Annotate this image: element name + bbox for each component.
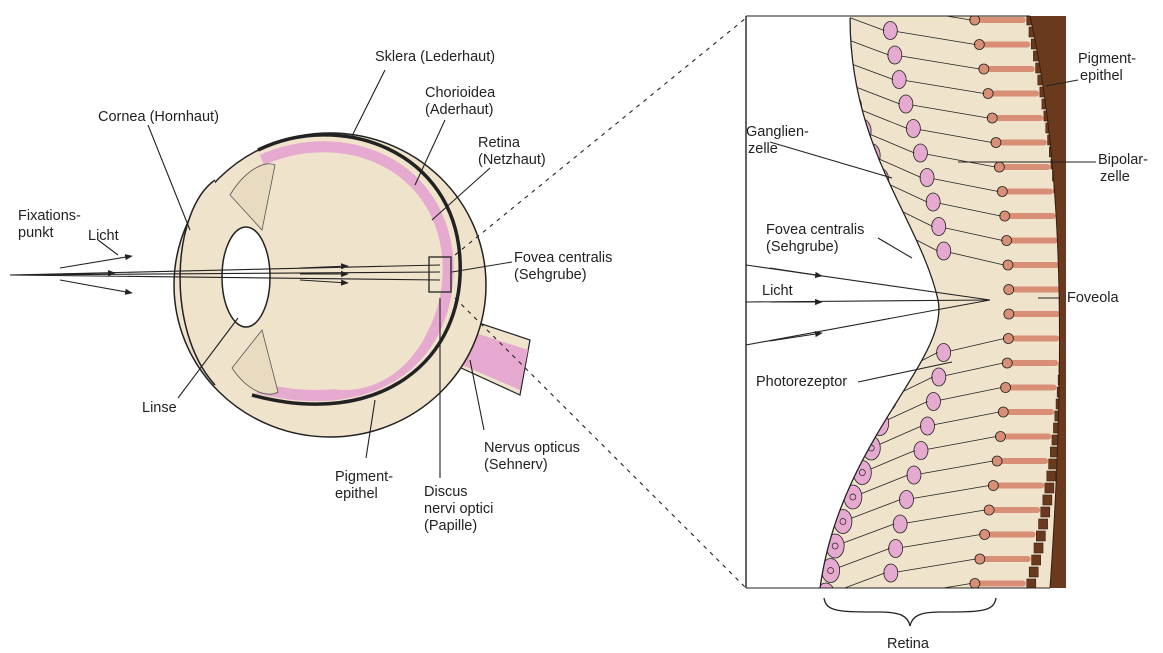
photoreceptor-nucleus (983, 89, 993, 99)
photoreceptor-nucleus (1002, 358, 1012, 368)
pigment-cell (1034, 543, 1043, 553)
photoreceptor-nucleus (1002, 236, 1012, 246)
photoreceptor-nucleus (995, 432, 1005, 442)
label-pigment-left: Pigment- (335, 469, 393, 485)
label-ganglion-sub: zelle (748, 141, 778, 157)
label-fovea: Fovea centralis (514, 250, 612, 266)
bipolar-cell (913, 144, 927, 162)
ganglion-nucleus (823, 592, 829, 598)
label-nervus: Nervus opticus (484, 440, 580, 456)
label-bipolar: Bipolar- (1098, 152, 1148, 168)
label-licht-left: Licht (88, 228, 119, 244)
photoreceptor-nucleus (974, 40, 984, 50)
bipolar-cell (920, 417, 934, 435)
bipolar-cell (899, 95, 913, 113)
ganglion-connection (821, 0, 880, 6)
label-nervus-sub: (Sehnerv) (484, 457, 548, 473)
bipolar-cell (906, 120, 920, 138)
label-chorioidea: Chorioidea (425, 85, 496, 101)
bipolar-cell (888, 46, 902, 64)
photoreceptor-nucleus (1004, 285, 1014, 295)
label-retina-bottom: Retina (887, 636, 930, 652)
vitreous-body (250, 160, 440, 390)
label-pigment-right-sub: epithel (1080, 68, 1123, 84)
photoreceptor-nucleus (1000, 211, 1010, 221)
label-discus-2: nervi optici (424, 501, 493, 517)
photoreceptor-nucleus (997, 187, 1007, 197)
nerve-fiber (781, 595, 817, 625)
bipolar-cell (883, 22, 897, 40)
ganglion-cell (812, 608, 830, 632)
label-bipolar-sub: zelle (1100, 169, 1130, 185)
label-chorioidea-sub: (Aderhaut) (425, 102, 494, 118)
nerve-fiber (780, 0, 816, 9)
photoreceptor-nucleus (1001, 383, 1011, 393)
photoreceptor-nucleus (970, 579, 980, 589)
pigment-cell (1036, 531, 1045, 541)
bipolar-cell (879, 589, 893, 607)
photoreceptor-nucleus (1004, 309, 1014, 319)
bipolar-cell (937, 344, 951, 362)
bipolar-cell (889, 540, 903, 558)
label-cornea: Cornea (Hornhaut) (98, 109, 219, 125)
photoreceptor-nucleus (988, 481, 998, 491)
bipolar-cell (926, 193, 940, 211)
bipolar-cell (926, 393, 940, 411)
nerve-fiber (776, 620, 812, 650)
label-pigment-left-sub: epithel (335, 486, 378, 502)
pigment-cell (1041, 507, 1050, 517)
label-linse: Linse (142, 400, 177, 416)
pigment-cell (1043, 495, 1052, 505)
pigment-cell (1045, 483, 1054, 493)
photoreceptor-nucleus (1003, 334, 1013, 344)
bipolar-cell (907, 466, 921, 484)
bipolar-cell (892, 71, 906, 89)
bipolar-cell (884, 564, 898, 582)
bipolar-cell (914, 442, 928, 460)
photoreceptor-nucleus (975, 554, 985, 564)
photoreceptor-nucleus (987, 113, 997, 123)
photoreceptor-nucleus (984, 505, 994, 515)
retina-brace (824, 598, 996, 626)
photoreceptor-nucleus (991, 138, 1001, 148)
label-foveola: Foveola (1067, 290, 1120, 306)
ganglion-nucleus (818, 617, 824, 623)
label-fovea-sub: (Sehgrube) (514, 267, 587, 283)
label-licht-inset: Licht (762, 283, 793, 299)
bipolar-cell (920, 169, 934, 187)
photoreceptor-nucleus (980, 530, 990, 540)
bipolar-cell (899, 491, 913, 509)
bipolar-cell (937, 242, 951, 260)
label-pigment-right: Pigment- (1078, 51, 1136, 67)
bipolar-cell (932, 368, 946, 386)
label-retina: Retina (478, 135, 521, 151)
ganglion-connection (821, 598, 880, 620)
pigment-cell (1039, 519, 1048, 529)
retina-inset (746, 0, 1070, 650)
bipolar-cell (893, 515, 907, 533)
photoreceptor-nucleus (998, 407, 1008, 417)
pigment-cell (1047, 471, 1056, 481)
bipolar-cell (932, 218, 946, 236)
label-fovea-inset: Fovea centralis (766, 222, 864, 238)
pigment-cell (1032, 555, 1041, 565)
photoreceptor-nucleus (992, 456, 1002, 466)
cornea (180, 180, 215, 385)
label-fovea-inset-sub: (Sehgrube) (766, 239, 839, 255)
label-photoreceptor: Photorezeptor (756, 374, 847, 390)
ganglion-nucleus (822, 6, 828, 12)
label-discus-3: (Papille) (424, 518, 477, 534)
label-retina-sub: (Netzhaut) (478, 152, 546, 168)
photoreceptor-nucleus (1003, 260, 1013, 270)
pigment-cell (1029, 567, 1038, 577)
bipolar-cell (879, 0, 893, 15)
label-discus: Discus (424, 484, 468, 500)
label-ganglion: Ganglien- (746, 124, 809, 140)
photoreceptor-nucleus (994, 162, 1004, 172)
photoreceptor-nucleus (979, 64, 989, 74)
label-fixation: Fixations- (18, 208, 81, 224)
label-sklera: Sklera (Lederhaut) (375, 49, 495, 65)
label-fixation-sub: punkt (18, 225, 53, 241)
